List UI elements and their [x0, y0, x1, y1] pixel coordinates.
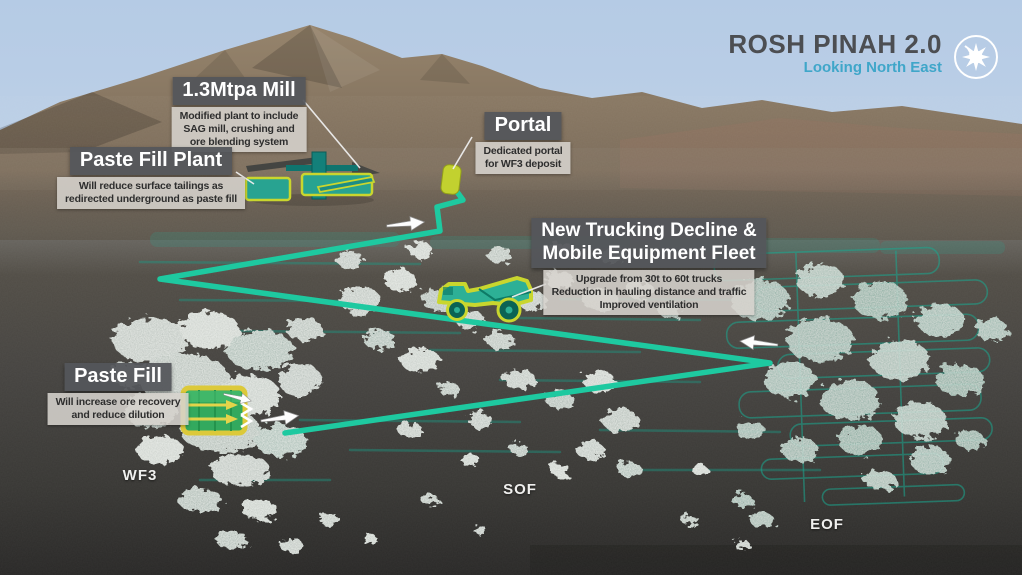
callout-description: Will reduce surface tailings as redirect…: [57, 177, 245, 209]
callout-desc-line: for WF3 deposit: [484, 158, 562, 170]
callout-leader-lines: [235, 99, 547, 298]
callout-title-line: Mobile Equipment Fleet: [542, 243, 756, 264]
callout-desc-line: Dedicated portal: [483, 145, 563, 157]
callout-mill: 1.3Mtpa Mill Modified plant to include S…: [171, 77, 307, 152]
callout-title: Portal: [484, 112, 562, 140]
deposit-label-eof: EOF: [810, 516, 844, 533]
paste-fill-plant-building: [244, 176, 292, 202]
callout-desc-line: Will increase ore recovery: [55, 396, 181, 408]
paste-fill-block-icon: [180, 385, 254, 436]
callout-title: Paste Fill: [64, 363, 172, 391]
trucking-decline-path: [157, 182, 773, 436]
flow-chevrons-icon: [240, 401, 254, 429]
callout-desc-line: Upgrade from 30t to 60t trucks: [575, 273, 723, 285]
deposit-label-sof: SOF: [503, 481, 537, 498]
callout-paste-fill-plant: Paste Fill Plant Will reduce surface tai…: [57, 147, 245, 209]
callout-desc-line: Will reduce surface tailings as: [78, 180, 224, 192]
callout-portal: Portal Dedicated portal for WF3 deposit: [475, 112, 571, 174]
callout-title: New Trucking Decline & Mobile Equipment …: [531, 218, 767, 268]
callout-desc-line: Reduction in hauling distance and traffi…: [551, 286, 747, 298]
callout-desc-line: and reduce dilution: [71, 409, 165, 421]
portal-marker-icon: [440, 164, 462, 195]
callout-description: Modified plant to include SAG mill, crus…: [171, 107, 307, 152]
callout-desc-line: redirected underground as paste fill: [65, 193, 237, 205]
callout-paste-fill: Paste Fill Will increase ore recovery an…: [47, 363, 189, 425]
callout-trucking-decline: New Trucking Decline & Mobile Equipment …: [531, 218, 767, 315]
callout-desc-line: ore blending system: [189, 136, 289, 148]
callout-description: Upgrade from 30t to 60t trucks Reduction…: [543, 270, 755, 315]
callout-title-line: New Trucking Decline &: [541, 220, 757, 241]
header: ROSH PINAH 2.0 Looking North East: [728, 30, 1000, 81]
callout-desc-line: Improved ventilation: [599, 299, 699, 311]
view-orientation-label: Looking North East: [803, 59, 942, 76]
callout-description: Will increase ore recovery and reduce di…: [47, 393, 189, 425]
callout-description: Dedicated portal for WF3 deposit: [475, 142, 571, 174]
callout-desc-line: Modified plant to include: [179, 110, 299, 122]
deposit-label-wf3: WF3: [122, 467, 158, 484]
callout-desc-line: SAG mill, crushing and: [183, 123, 295, 135]
starburst-compass-icon: [954, 35, 998, 79]
surface-plant-buildings: [244, 151, 380, 206]
page-title: ROSH PINAH 2.0: [728, 29, 942, 59]
callout-title: Paste Fill Plant: [69, 147, 233, 175]
callout-title: 1.3Mtpa Mill: [172, 77, 306, 105]
